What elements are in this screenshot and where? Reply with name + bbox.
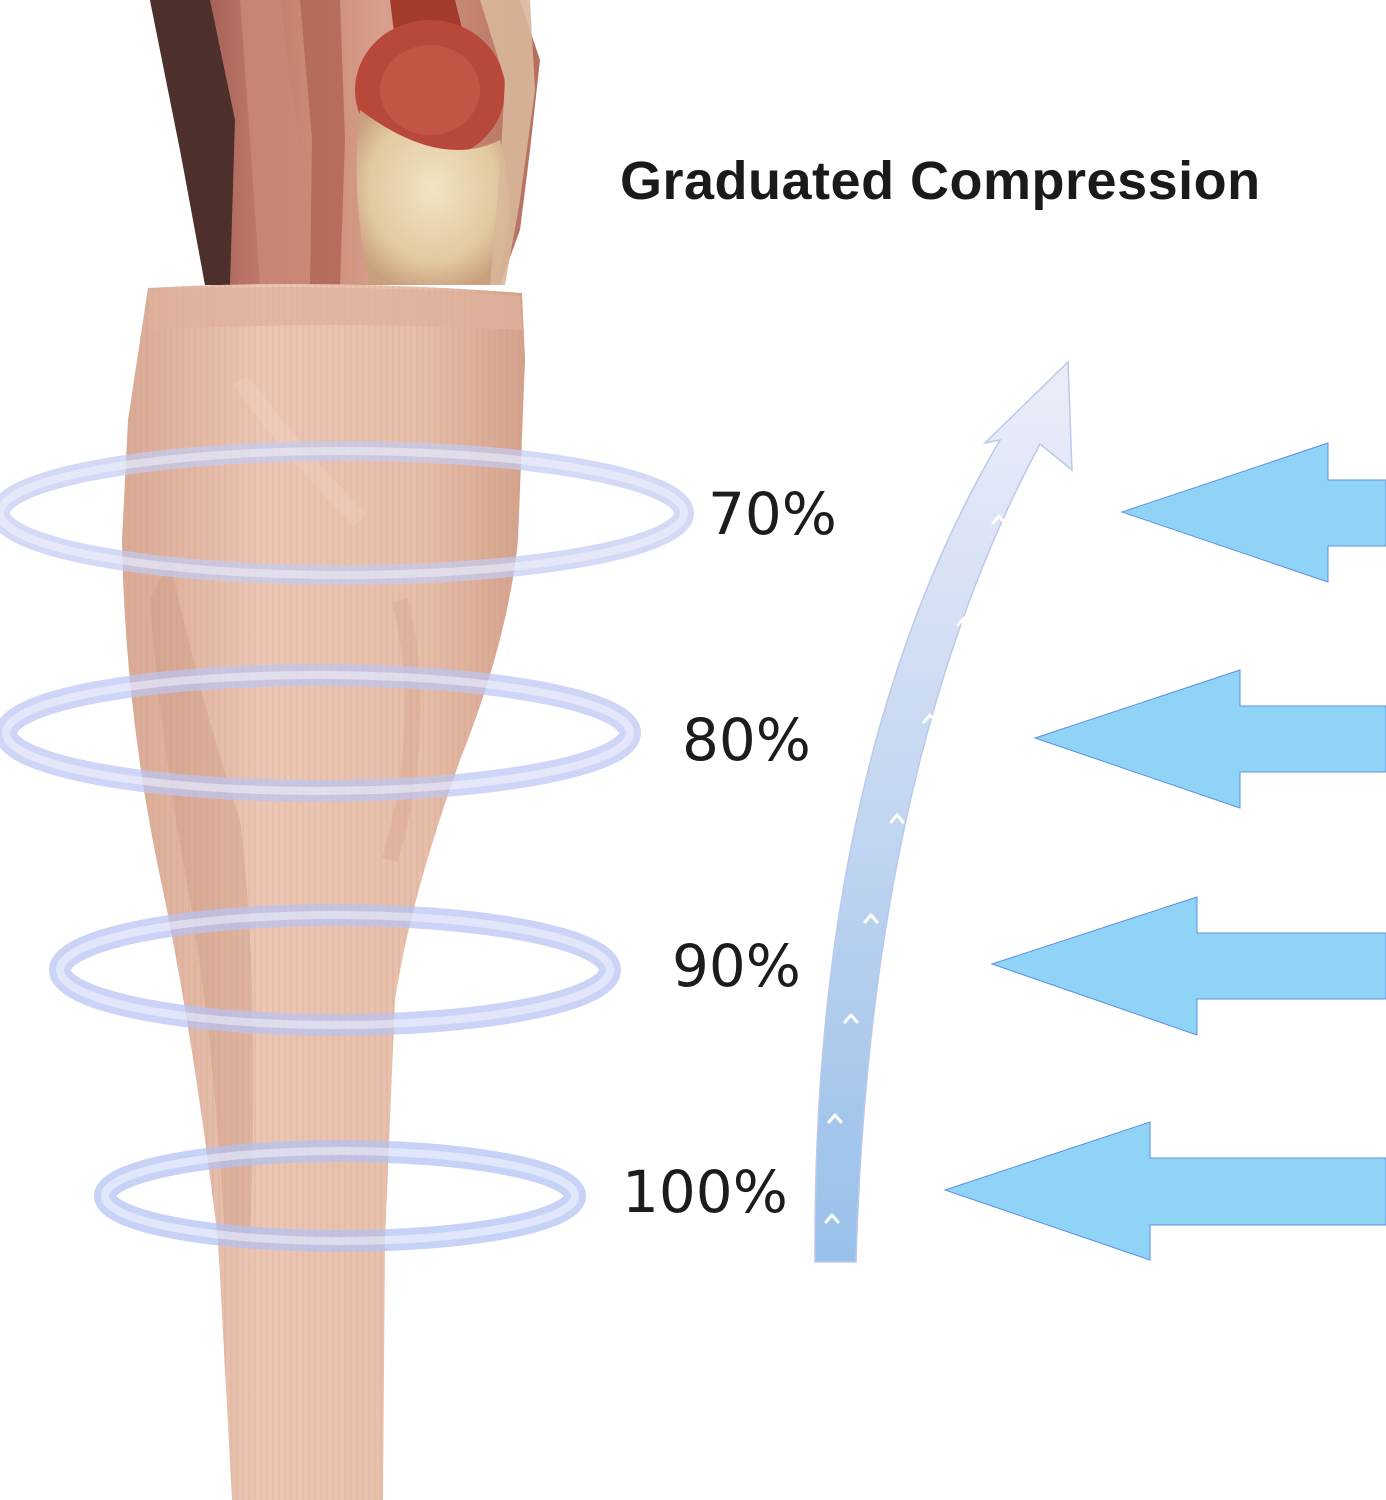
thigh-muscles [150, 0, 540, 285]
compression-ring-70 [0, 441, 694, 585]
compression-ring-100 [94, 1140, 586, 1252]
compression-ring-90 [49, 904, 621, 1036]
arrow-left-icon [990, 896, 1386, 1036]
compression-level-label: 100% [622, 1158, 788, 1226]
chevron-up-icon [827, 1113, 843, 1124]
arrow-left-icon [943, 1121, 1386, 1261]
compression-level-label: 70% [708, 480, 837, 548]
compression-sock [122, 284, 525, 1500]
chevron-up-icon [991, 514, 1007, 525]
page-title: Graduated Compression [620, 151, 1261, 211]
arrow-left-icon [1033, 669, 1386, 809]
chevron-up-icon [843, 1013, 859, 1024]
chevron-up-icon [889, 813, 905, 824]
compression-ring-80 [0, 664, 641, 802]
curved-arrow-up-icon [814, 360, 1073, 1263]
chevron-up-icon [922, 713, 938, 724]
compression-level-label: 80% [682, 706, 811, 774]
arrow-left-icon [1120, 442, 1386, 583]
compression-level-label: 90% [672, 932, 801, 1000]
chevron-up-icon [863, 913, 879, 924]
chevron-up-icon [824, 1213, 840, 1224]
chevron-up-icon [956, 616, 972, 627]
